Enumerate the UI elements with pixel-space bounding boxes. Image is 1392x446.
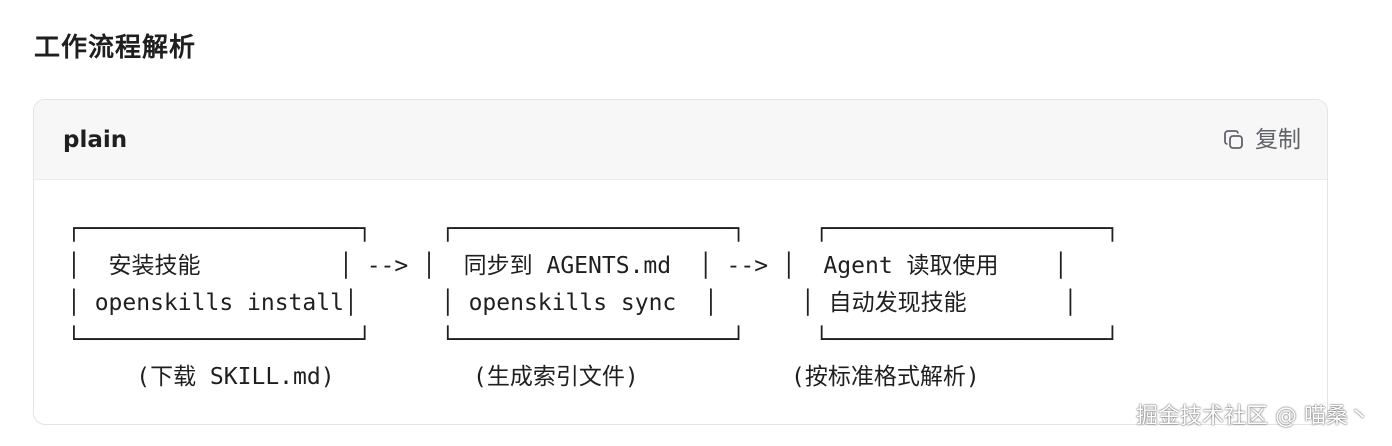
copy-icon [1223,129,1245,151]
code-line: │ openskills install│ │ openskills sync … [67,290,1078,316]
code-line: │ 安装技能 │ --> │ 同步到 AGENTS.md │ --> │ Age… [67,253,1068,279]
code-language-label: plain [63,127,128,153]
code-line: ┌────────────────────┐ ┌────────────────… [67,216,1120,242]
copy-button-label: 复制 [1255,127,1301,153]
code-block-body: ┌────────────────────┐ ┌────────────────… [34,179,1327,424]
code-line: └────────────────────┘ └────────────────… [67,327,1120,353]
code-content: ┌────────────────────┐ ┌────────────────… [67,211,1119,396]
watermark: 掘金技术社区 @ 喵桑丶 [1136,404,1370,429]
code-block: plain 复制 ┌────────────────────┐ ┌───────… [33,99,1328,425]
section-title: 工作流程解析 [34,33,197,63]
copy-button[interactable]: 复制 [1223,122,1301,158]
code-block-header: plain 复制 [34,100,1327,180]
code-line: (下载 SKILL.md) (生成索引文件) (按标准格式解析) [67,364,980,390]
